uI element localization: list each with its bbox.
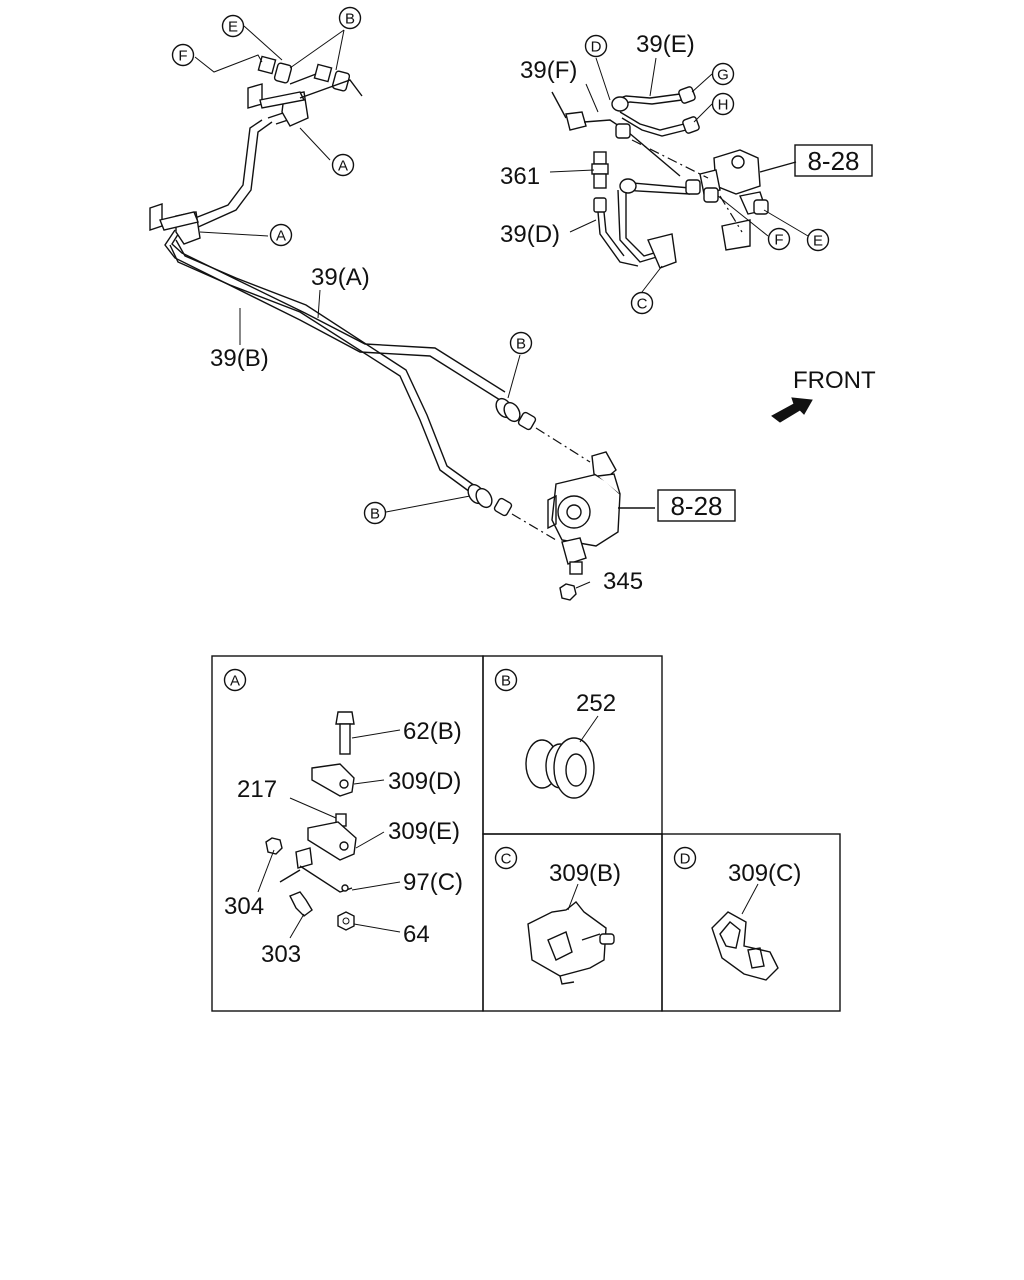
svg-text:8-28: 8-28 [670,491,722,521]
svg-text:A: A [276,228,286,245]
callout-circle-g: G [711,62,735,86]
callout-circle-c: C [630,291,654,315]
label-part-345: 345 [603,568,643,595]
svg-text:B: B [345,11,355,28]
callout-circle-b-mid: B [509,331,533,355]
label-pipe-39b: 39(B) [210,345,269,372]
label-217: 217 [237,776,277,803]
svg-text:E: E [228,19,238,36]
svg-text:F: F [774,232,783,249]
callout-circle-a-upper: A [331,153,355,177]
label-304: 304 [224,893,264,920]
label-64: 64 [403,921,430,948]
panel-d-letter: D [673,846,697,870]
svg-text:F: F [178,48,187,65]
brake-pipe-assembly-left [149,55,506,493]
callout-circle-f-right: F [767,227,791,251]
svg-text:B: B [501,673,511,690]
callout-circle-e-right: E [806,228,830,252]
panel-a-letter: A [223,668,247,692]
svg-text:D: D [591,39,602,56]
brake-pipe-assembly-right [551,86,797,269]
svg-text:A: A [338,158,348,175]
label-309d: 309(D) [388,768,461,795]
callout-circle-b-top-left: B [338,6,362,30]
front-arrow-icon [771,397,813,423]
grommet-b-upper [495,397,537,431]
svg-text:E: E [813,233,823,250]
svg-text:B: B [516,336,526,353]
label-pipe-39d: 39(D) [500,221,560,248]
callout-circle-h: H [711,92,735,116]
detail-panels-frame [211,655,841,1012]
label-252: 252 [576,690,616,717]
leader-lines [194,25,809,589]
grommet-252 [525,737,595,799]
svg-text:B: B [370,506,380,523]
detail-panel-b: B 252 [494,668,616,799]
svg-text:D: D [680,851,691,868]
callout-circle-d-right: D [584,34,608,58]
label-62b: 62(B) [403,718,462,745]
svg-text:C: C [637,296,648,313]
label-part-361: 361 [500,163,540,190]
label-97c: 97(C) [403,869,463,896]
label-303: 303 [261,941,301,968]
grommet-b-lower [467,483,513,517]
clip-309b [527,901,615,985]
reference-box-8-28-top: 8-28 [794,144,873,177]
clip-309c [711,911,779,981]
label-pipe-39f: 39(F) [520,57,577,84]
callout-circle-b-lower: B [363,501,387,525]
detail-panel-c: C 309(B) [494,846,621,985]
svg-text:A: A [230,673,240,690]
label-309b: 309(B) [549,860,621,887]
panel-c-letter: C [494,846,518,870]
svg-text:H: H [718,97,729,114]
callout-circle-f-top-left: F [171,43,195,67]
detail-panel-d: D 309(C) [673,846,801,981]
nut-345 [559,583,577,601]
callout-circle-a-lower: A [269,223,293,247]
detail-panel-a: A 62(B) 309(D) 217 [223,668,463,968]
svg-text:C: C [501,851,512,868]
svg-text:8-28: 8-28 [807,146,859,176]
label-309c: 309(C) [728,860,801,887]
callout-circle-e-top-left: E [221,14,245,38]
label-front: FRONT [793,367,876,394]
panel-b-letter: B [494,668,518,692]
svg-text:G: G [717,67,729,84]
label-309e: 309(E) [388,818,460,845]
reference-box-8-28-mid: 8-28 [657,489,736,522]
label-pipe-39a: 39(A) [311,264,370,291]
label-pipe-39e: 39(E) [636,31,695,58]
proportioning-valve [547,451,655,575]
